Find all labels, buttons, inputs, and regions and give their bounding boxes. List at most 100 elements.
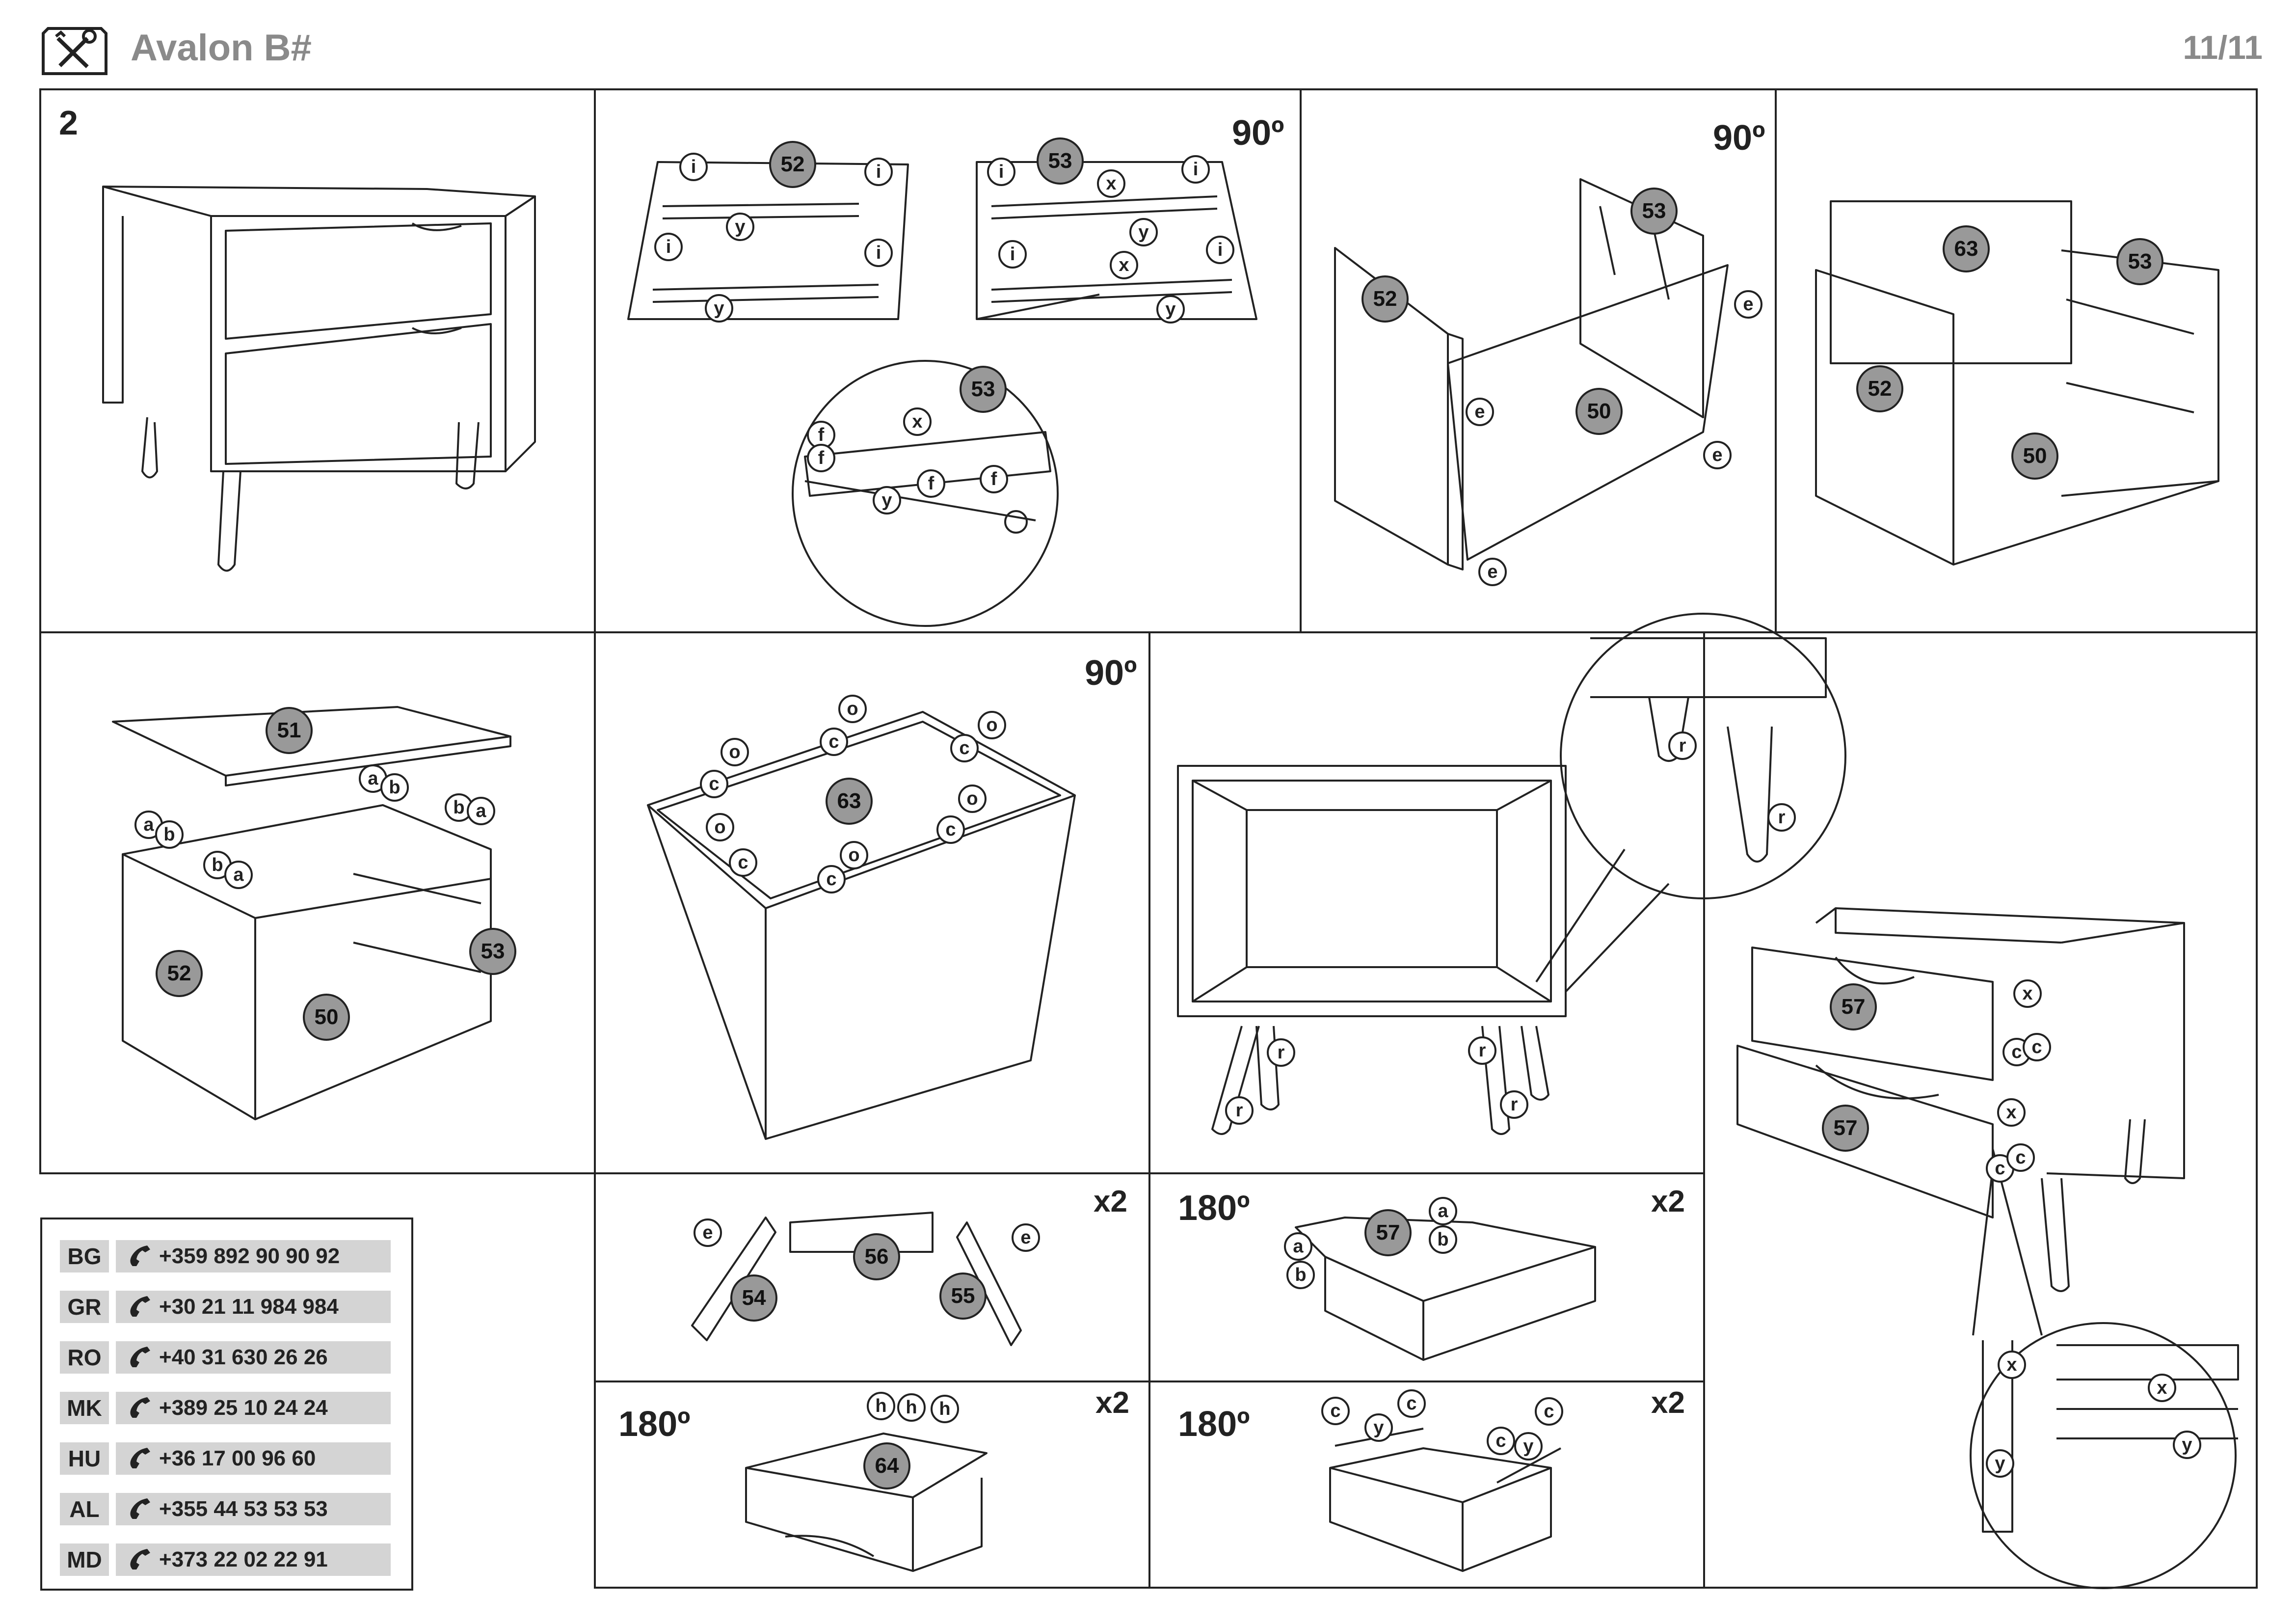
phone-cell: +359 892 90 90 92 — [116, 1240, 391, 1272]
hardware-letter: c — [820, 728, 848, 756]
hardware-letter: i — [998, 240, 1027, 269]
hardware-letter: f — [807, 444, 835, 472]
part-callout: 51 — [266, 707, 313, 754]
phone-number: +355 44 53 53 53 — [159, 1497, 328, 1521]
country-code: BG — [60, 1240, 109, 1272]
country-code: HU — [60, 1442, 109, 1475]
hardware-letter: f — [980, 465, 1008, 493]
country-code: AL — [60, 1493, 109, 1525]
part-callout: 64 — [863, 1442, 910, 1489]
rotation-90-label: 90º — [1713, 118, 1765, 158]
hardware-letter: f — [917, 469, 945, 498]
hardware-letter: h — [897, 1393, 926, 1422]
hardware-letter: r — [1468, 1036, 1496, 1065]
hardware-letter: o — [706, 813, 734, 841]
page-number: 11/11 — [2183, 29, 2263, 66]
phone-number: +373 22 02 22 91 — [159, 1547, 328, 1571]
phone-icon — [130, 1245, 150, 1266]
hardware-letter: i — [864, 239, 893, 267]
hardware-letter: e — [694, 1218, 722, 1247]
hardware-letter: e — [1734, 290, 1762, 319]
phone-icon — [130, 1549, 150, 1570]
hardware-letter: y — [705, 294, 733, 323]
contact-row: AL +355 44 53 53 53 — [60, 1493, 391, 1525]
hardware-letter: o — [838, 695, 867, 723]
part-callout: 52 — [1856, 365, 1903, 412]
hardware-letter: e — [1466, 398, 1494, 426]
hardware-letter: x — [1097, 169, 1125, 198]
hardware-letter: x — [1997, 1098, 2026, 1127]
hardware-letter: r — [1267, 1038, 1295, 1067]
hardware-letter: b — [380, 773, 409, 802]
hardware-letter: b — [1286, 1261, 1315, 1289]
phone-number: +40 31 630 26 26 — [159, 1345, 328, 1369]
phone-number: +389 25 10 24 24 — [159, 1396, 328, 1420]
rotation-90-label: 90º — [1232, 113, 1284, 153]
hardware-letter: a — [224, 861, 253, 889]
hardware-letter: x — [2148, 1374, 2176, 1402]
hardware-letter: x — [2013, 979, 2042, 1008]
phone-cell: +373 22 02 22 91 — [116, 1543, 391, 1576]
part-callout: 55 — [939, 1272, 987, 1320]
page-title: Avalon B# — [131, 27, 312, 69]
part-callout: 50 — [303, 994, 350, 1041]
hardware-letter: i — [864, 158, 893, 186]
hardware-letter: r — [1668, 731, 1697, 760]
rotation-180-label: 180º — [1178, 1189, 1250, 1228]
part-callout: 53 — [2116, 238, 2163, 285]
hardware-letter: i — [1206, 236, 1234, 264]
hardware-letter: c — [700, 770, 728, 798]
contact-row: BG +359 892 90 90 92 — [60, 1240, 391, 1272]
hardware-letter: c — [2023, 1033, 2051, 1061]
rotation-90-label: 90º — [1085, 653, 1137, 693]
phone-number: +30 21 11 984 984 — [159, 1295, 339, 1319]
panel-drawers-insert — [1703, 631, 2258, 1589]
panel-drawer-runners — [1148, 1380, 1705, 1589]
country-code: GR — [60, 1291, 109, 1323]
hardware-letter: c — [817, 865, 846, 893]
part-callout: 52 — [156, 950, 203, 997]
hardware-letter: b — [203, 851, 232, 879]
hardware-letter: y — [726, 213, 754, 241]
part-callout: 63 — [826, 778, 873, 825]
hardware-letter: x — [1998, 1351, 2026, 1379]
hardware-letter: y — [2173, 1431, 2201, 1459]
quantity-x2: x2 — [1651, 1386, 1685, 1420]
phone-icon — [130, 1397, 150, 1418]
phone-number: +359 892 90 90 92 — [159, 1244, 340, 1268]
hardware-letter: a — [1429, 1197, 1457, 1225]
hardware-letter: a — [467, 797, 495, 825]
hardware-letter: c — [2006, 1143, 2035, 1172]
hardware-letter: i — [654, 233, 683, 261]
contact-row: MD +373 22 02 22 91 — [60, 1543, 391, 1576]
hardware-letter: i — [679, 153, 708, 181]
rotation-180-label: 180º — [1178, 1405, 1250, 1444]
rotation-180-label: 180º — [618, 1405, 691, 1444]
hardware-letter: r — [1500, 1090, 1528, 1119]
hardware-letter: i — [1181, 155, 1210, 184]
hardware-letter: a — [1284, 1232, 1312, 1261]
hardware-letter: r — [1767, 803, 1796, 832]
phone-cell: +30 21 11 984 984 — [116, 1291, 391, 1323]
hardware-letter: c — [1397, 1389, 1426, 1418]
phone-cell: +389 25 10 24 24 — [116, 1392, 391, 1424]
hardware-letter: o — [978, 711, 1006, 739]
part-callout: 50 — [2011, 433, 2058, 480]
hardware-letter: c — [950, 734, 979, 762]
hardware-letter: y — [1156, 295, 1185, 324]
phone-number: +36 17 00 96 60 — [159, 1446, 316, 1470]
part-callout: 53 — [1037, 137, 1084, 185]
part-callout: 50 — [1575, 388, 1623, 435]
phone-icon — [130, 1448, 150, 1468]
phone-cell: +40 31 630 26 26 — [116, 1341, 391, 1374]
phone-cell: +355 44 53 53 53 — [116, 1493, 391, 1525]
hardware-letter: o — [958, 785, 987, 813]
contact-row: HU +36 17 00 96 60 — [60, 1442, 391, 1475]
hardware-letter: r — [1225, 1096, 1254, 1125]
hardware-letter: o — [721, 738, 749, 766]
quantity-x2: x2 — [1095, 1386, 1129, 1420]
hardware-letter: c — [1535, 1397, 1563, 1426]
contact-row: MK +389 25 10 24 24 — [60, 1392, 391, 1424]
hardware-letter: c — [1487, 1427, 1515, 1455]
